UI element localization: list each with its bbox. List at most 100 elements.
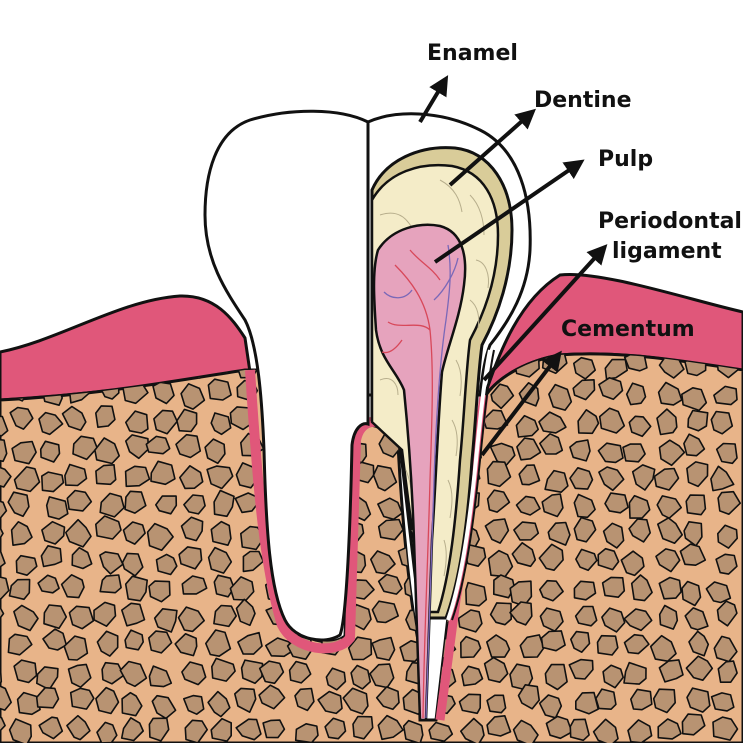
bone-stone (9, 406, 34, 430)
bone-stone (686, 687, 711, 713)
bone-stone (65, 518, 92, 548)
tooth-left-half (203, 109, 370, 642)
bone-stone (574, 605, 598, 627)
bone-stone (99, 574, 122, 594)
bone-stone (350, 664, 372, 690)
bone-stone (377, 518, 404, 541)
bone-stone (211, 657, 236, 682)
pointer-arrows (418, 75, 608, 457)
bone-stone (544, 469, 569, 494)
bone-stone (64, 463, 88, 487)
bone-stone (155, 553, 178, 576)
bone-stone (486, 489, 511, 513)
bone-stone (324, 717, 347, 740)
cementum (451, 349, 495, 621)
bone-stone (623, 661, 647, 685)
bone-stone (623, 353, 648, 372)
bone-stone (210, 520, 232, 547)
bone-stone (0, 464, 12, 488)
bone-stone (207, 546, 233, 574)
bone-stone (377, 714, 404, 741)
bone-stone (0, 414, 9, 437)
bone-stone (375, 686, 400, 711)
bone-stone (602, 522, 625, 549)
bone-stone (124, 575, 148, 602)
bone-stone (125, 434, 150, 460)
arrow-icon (480, 350, 562, 457)
bone-stone (486, 714, 512, 737)
bone-stone (10, 520, 33, 547)
bone-stone (458, 693, 482, 715)
bone-stone (569, 630, 591, 654)
bone-stone (572, 378, 596, 401)
bone-stone (513, 521, 540, 541)
bone-stone (715, 442, 738, 465)
bone-stone (519, 634, 545, 659)
bone-stone (125, 410, 149, 434)
bone-stone (515, 495, 541, 516)
bone-stone (577, 408, 600, 435)
bone-stone (95, 463, 117, 486)
bone-stone (655, 548, 681, 573)
bone-stone (538, 543, 564, 572)
bone-stone (545, 715, 573, 740)
bone-stone (120, 716, 144, 742)
bone-stone (63, 635, 89, 661)
bone-stone (234, 687, 257, 714)
bone-stone (658, 439, 686, 467)
bone-stone (210, 717, 232, 742)
bone-stone (72, 435, 98, 461)
bone-stone (628, 415, 652, 438)
bone-stone (515, 414, 540, 438)
bone-stone (486, 694, 507, 714)
label-dentine: Dentine (534, 88, 632, 113)
bone-stone (121, 691, 143, 717)
bone-stone (177, 606, 205, 633)
bone-stone (7, 633, 33, 656)
bone-stone (573, 580, 597, 601)
bone-stone (625, 382, 647, 406)
bone-stone (716, 600, 738, 627)
bone-stone (258, 684, 286, 710)
arrow-icon (448, 108, 536, 187)
bone-stone (95, 515, 122, 540)
bone-stone (710, 410, 734, 435)
bone-stone (657, 718, 682, 740)
bone-stone (685, 494, 707, 516)
bone-stone (629, 688, 653, 711)
bone-stone (461, 665, 484, 687)
bone-stone (317, 690, 343, 715)
bone-stone (13, 466, 41, 493)
bone-stone (181, 575, 208, 595)
bone-stone (122, 521, 146, 545)
bone-stone (60, 573, 85, 599)
bone-stone (597, 547, 620, 571)
bone-stone (538, 579, 564, 602)
bone-stone (653, 467, 680, 491)
bone-stone (40, 471, 65, 493)
bone-stone (183, 694, 205, 716)
bone-stone (569, 439, 591, 462)
bone-stone (94, 437, 120, 465)
bone-stone (288, 660, 312, 684)
bone-stone (153, 607, 178, 633)
bone-stone (630, 574, 653, 602)
bone-stone (0, 715, 6, 737)
bone-stone (369, 550, 396, 575)
bone-stone (0, 550, 6, 574)
bone-stone (183, 494, 206, 515)
label-enamel: Enamel (427, 41, 518, 66)
bone-stone (145, 435, 171, 455)
bone-stone (155, 495, 178, 515)
label-periodontal: Periodontal (598, 209, 742, 234)
bone-stone (628, 494, 651, 519)
bone-stone (679, 543, 707, 567)
bone-stone (548, 383, 573, 411)
bone-stone (601, 576, 626, 599)
bone-stone (148, 665, 173, 688)
bone-stone (683, 433, 706, 457)
bone-stone (492, 574, 516, 599)
bone-stone (0, 438, 8, 463)
bone-stone (688, 630, 710, 657)
bone-stone (622, 443, 646, 463)
